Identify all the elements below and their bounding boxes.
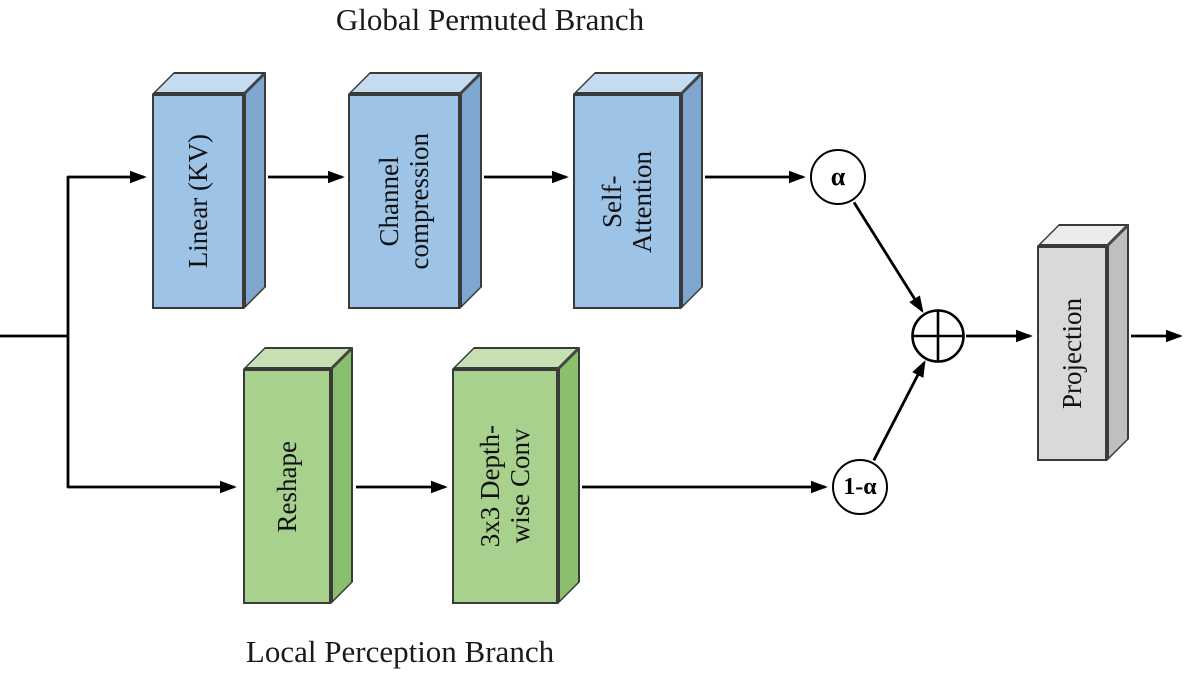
block-side-face [681, 72, 703, 309]
arrow-input-to-local-branch [66, 336, 237, 494]
local-branch-title: Local Perception Branch [245, 634, 555, 669]
block-label: Self- Attention [596, 150, 657, 253]
block-label: Reshape [271, 440, 302, 533]
block-side-face [460, 72, 482, 309]
alpha-node: α [810, 149, 866, 205]
block-depthwise-conv: 3x3 Depth- wise Conv [452, 347, 580, 604]
arrow-input-to-global-branch [0, 170, 147, 338]
one-minus-alpha-label: 1-α [843, 473, 877, 500]
block-front-face: Channel compression [348, 94, 460, 309]
block-side-face [558, 347, 580, 604]
block-label: Channel compression [373, 133, 434, 270]
block-side-face [331, 347, 353, 604]
block-channel-compression: Channel compression [348, 72, 482, 309]
block-side-face [244, 72, 266, 309]
block-label: Linear (KV) [182, 134, 213, 269]
arrow-alpha-to-sum [852, 201, 924, 313]
block-front-face: Projection [1037, 246, 1107, 461]
plus-icon [912, 310, 964, 362]
block-reshape: Reshape [243, 347, 353, 604]
block-front-face: 3x3 Depth- wise Conv [452, 369, 558, 604]
one-minus-alpha-node: 1-α [832, 459, 888, 515]
arrow-one-minus-alpha-to-sum [872, 360, 926, 462]
alpha-label: α [830, 162, 846, 191]
block-side-face [1107, 224, 1129, 461]
block-front-face: Linear (KV) [152, 94, 244, 309]
block-label: 3x3 Depth- wise Conv [474, 425, 535, 548]
sum-node [911, 309, 965, 363]
block-front-face: Reshape [243, 369, 331, 604]
block-self-attention: Self- Attention [573, 72, 703, 309]
block-projection: Projection [1037, 224, 1129, 461]
global-branch-title: Global Permuted Branch [335, 2, 645, 37]
block-front-face: Self- Attention [573, 94, 681, 309]
block-label: Projection [1056, 298, 1087, 409]
block-linear-kv: Linear (KV) [152, 72, 266, 309]
